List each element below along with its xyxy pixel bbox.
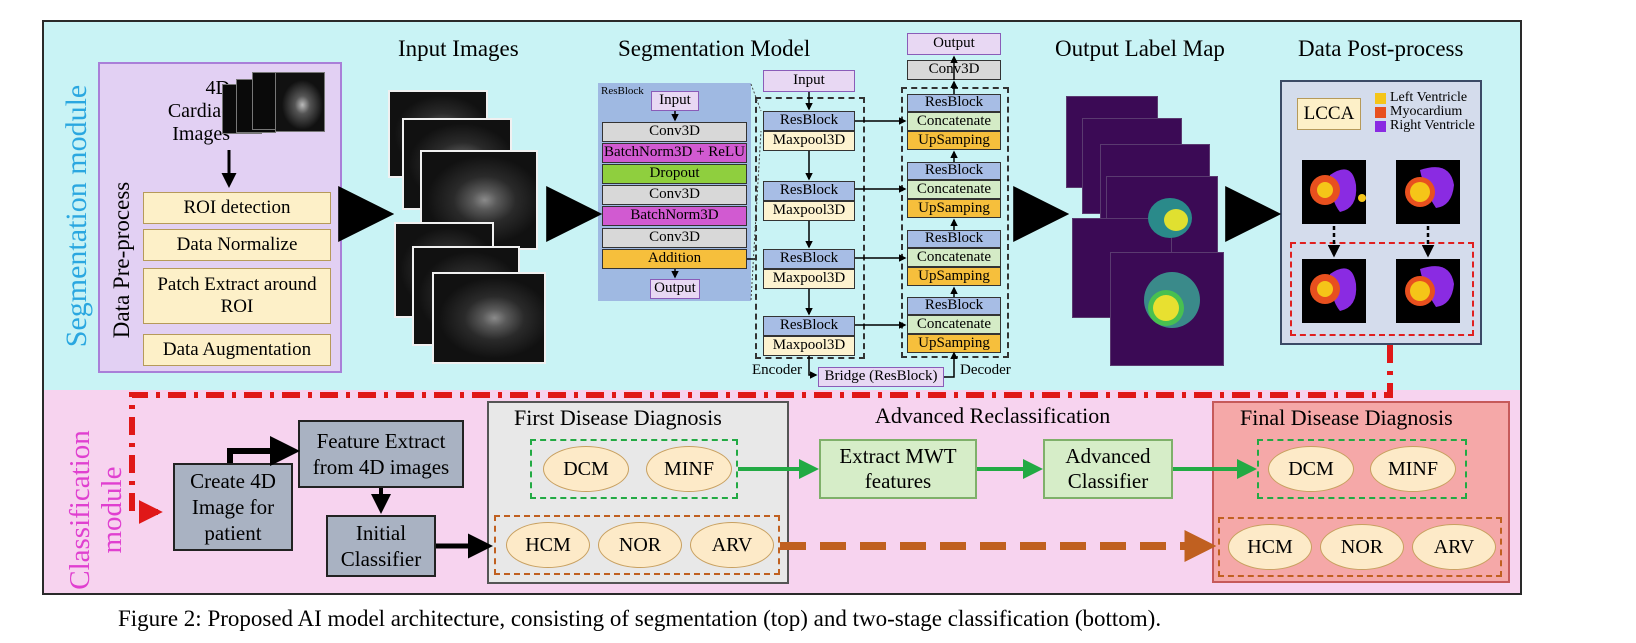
legend-swatch-myo xyxy=(1375,107,1386,118)
thumb4-rv xyxy=(1420,266,1454,307)
decoder-resblock-1: ResBlock xyxy=(907,94,1001,112)
final-arv: ARV xyxy=(1412,524,1496,570)
thumb2-lv xyxy=(1410,182,1430,202)
thumb3-rv xyxy=(1330,268,1357,311)
segmentation-model-title: Segmentation Model xyxy=(618,36,811,61)
feedback-path xyxy=(129,345,1393,524)
final-group-a-frame xyxy=(1257,439,1467,499)
first-group-b-frame xyxy=(494,515,780,575)
thumb2-rv xyxy=(1420,167,1454,208)
label-map-blob-1-core xyxy=(1164,209,1188,231)
thumb1-lv xyxy=(1317,182,1333,198)
post-process-title: Data Post-process xyxy=(1298,36,1464,61)
first-nor: NOR xyxy=(598,522,682,568)
decoder-upsampling-4: UpSamping xyxy=(907,334,1001,353)
input-image-6 xyxy=(432,272,546,364)
advanced-classifier-box: Advanced Classifier xyxy=(1043,439,1173,499)
patch-extract-step: Patch Extract around ROI xyxy=(143,268,331,324)
label-map-blobs xyxy=(1144,198,1200,328)
figure-caption: Figure 2: Proposed AI model architecture… xyxy=(118,606,1162,631)
resblock-conv3d-3: Conv3D xyxy=(602,228,747,248)
final-dcm: DCM xyxy=(1268,446,1354,492)
thumb1-rv xyxy=(1330,169,1357,212)
legend-label-lv: Left Ventricle xyxy=(1390,90,1468,105)
decoder-concatenate-3: Concatenate xyxy=(907,248,1001,267)
decoder-resblock-4: ResBlock xyxy=(907,297,1001,315)
post-thumb-graphics xyxy=(1310,167,1454,311)
final-group-b-frame xyxy=(1218,517,1502,577)
decoder-upsampling-1: UpSamping xyxy=(907,131,1001,150)
roi-detection-step: ROI detection xyxy=(143,192,331,224)
resblock-addition: Addition xyxy=(602,249,747,269)
legend-label-rv: Right Ventricle xyxy=(1390,118,1475,133)
first-hcm: HCM xyxy=(506,522,590,568)
encoder-resblock-1: ResBlock xyxy=(763,111,855,131)
bridge-block: Bridge (ResBlock) xyxy=(818,367,944,387)
encoder-maxpool-1: Maxpool3D xyxy=(763,131,855,151)
encoder-maxpool-3: Maxpool3D xyxy=(763,269,855,289)
advanced-reclassification-title: Advanced Reclassification xyxy=(875,403,1111,428)
resblock-dropout: Dropout xyxy=(602,164,747,184)
data-normalize-step: Data Normalize xyxy=(143,229,331,261)
first-group-a-frame xyxy=(530,439,738,499)
first-dcm: DCM xyxy=(543,446,629,492)
resblock-output: Output xyxy=(650,279,700,299)
cardiac-image-stack-4 xyxy=(275,72,325,132)
resblock-conv3d-1: Conv3D xyxy=(602,122,747,142)
extract-mwt-box: Extract MWT features xyxy=(819,439,977,499)
resblock-input: Input xyxy=(651,91,699,111)
thumb2-stray xyxy=(1358,194,1366,202)
resblock-zoom-line-top xyxy=(750,83,762,112)
decoder-concatenate-2: Concatenate xyxy=(907,180,1001,199)
input-images-title: Input Images xyxy=(398,36,519,61)
initial-classifier-box: Initial Classifier xyxy=(326,515,436,577)
output-label-map-title: Output Label Map xyxy=(1055,36,1225,61)
post-refined-frame xyxy=(1290,242,1474,336)
legend-swatch-lv xyxy=(1375,93,1386,104)
final-minf: MINF xyxy=(1370,446,1456,492)
bridge-to-decoder xyxy=(944,351,958,378)
decoder-concatenate-4: Concatenate xyxy=(907,315,1001,334)
resblock-batchnorm-relu: BatchNorm3D + ReLU xyxy=(602,143,747,163)
encoder-label: Encoder xyxy=(752,362,802,378)
create-to-feature-arrow xyxy=(227,436,300,466)
legend-label-myo: Myocardium xyxy=(1390,104,1463,119)
legend-swatch-rv xyxy=(1375,121,1386,132)
decoder-label: Decoder xyxy=(960,362,1011,378)
first-minf: MINF xyxy=(646,446,732,492)
decoder-upsampling-3: UpSamping xyxy=(907,267,1001,286)
resblock-tag: ResBlock xyxy=(601,85,644,97)
encoder-resblock-3: ResBlock xyxy=(763,249,855,269)
final-nor: NOR xyxy=(1320,524,1404,570)
thumb3-lv xyxy=(1317,281,1333,297)
first-arv: ARV xyxy=(690,522,774,568)
resblock-zoom-line-bottom xyxy=(750,130,762,301)
encoder-maxpool-4: Maxpool3D xyxy=(763,336,855,356)
encoder-resblock-4: ResBlock xyxy=(763,316,855,336)
data-augmentation-step: Data Augmentation xyxy=(143,334,331,366)
label-map-blob-2-core xyxy=(1153,295,1179,321)
decoder-resblock-2: ResBlock xyxy=(907,162,1001,180)
decoder-concatenate-1: Concatenate xyxy=(907,112,1001,131)
final-diagnosis-title: Final Disease Diagnosis xyxy=(1240,405,1453,430)
decoder-upsampling-2: UpSamping xyxy=(907,199,1001,218)
encoder-to-bridge xyxy=(808,356,818,379)
resblock-conv3d-2: Conv3D xyxy=(602,185,747,205)
thumb4-lv xyxy=(1410,281,1430,301)
encoder-input: Input xyxy=(763,70,855,92)
feature-extract-box: Feature Extract from 4D images xyxy=(298,420,464,488)
create-4d-image-box: Create 4D Image for patient xyxy=(173,463,293,551)
encoder-frame xyxy=(755,97,865,359)
encoder-maxpool-2: Maxpool3D xyxy=(763,201,855,221)
decoder-resblock-3: ResBlock xyxy=(907,230,1001,248)
lcca-box: LCCA xyxy=(1297,98,1361,130)
decoder-output: Output xyxy=(907,33,1001,55)
encoder-resblock-2: ResBlock xyxy=(763,181,855,201)
resblock-batchnorm: BatchNorm3D xyxy=(602,206,747,226)
final-hcm: HCM xyxy=(1228,524,1312,570)
first-diagnosis-title: First Disease Diagnosis xyxy=(514,405,722,430)
